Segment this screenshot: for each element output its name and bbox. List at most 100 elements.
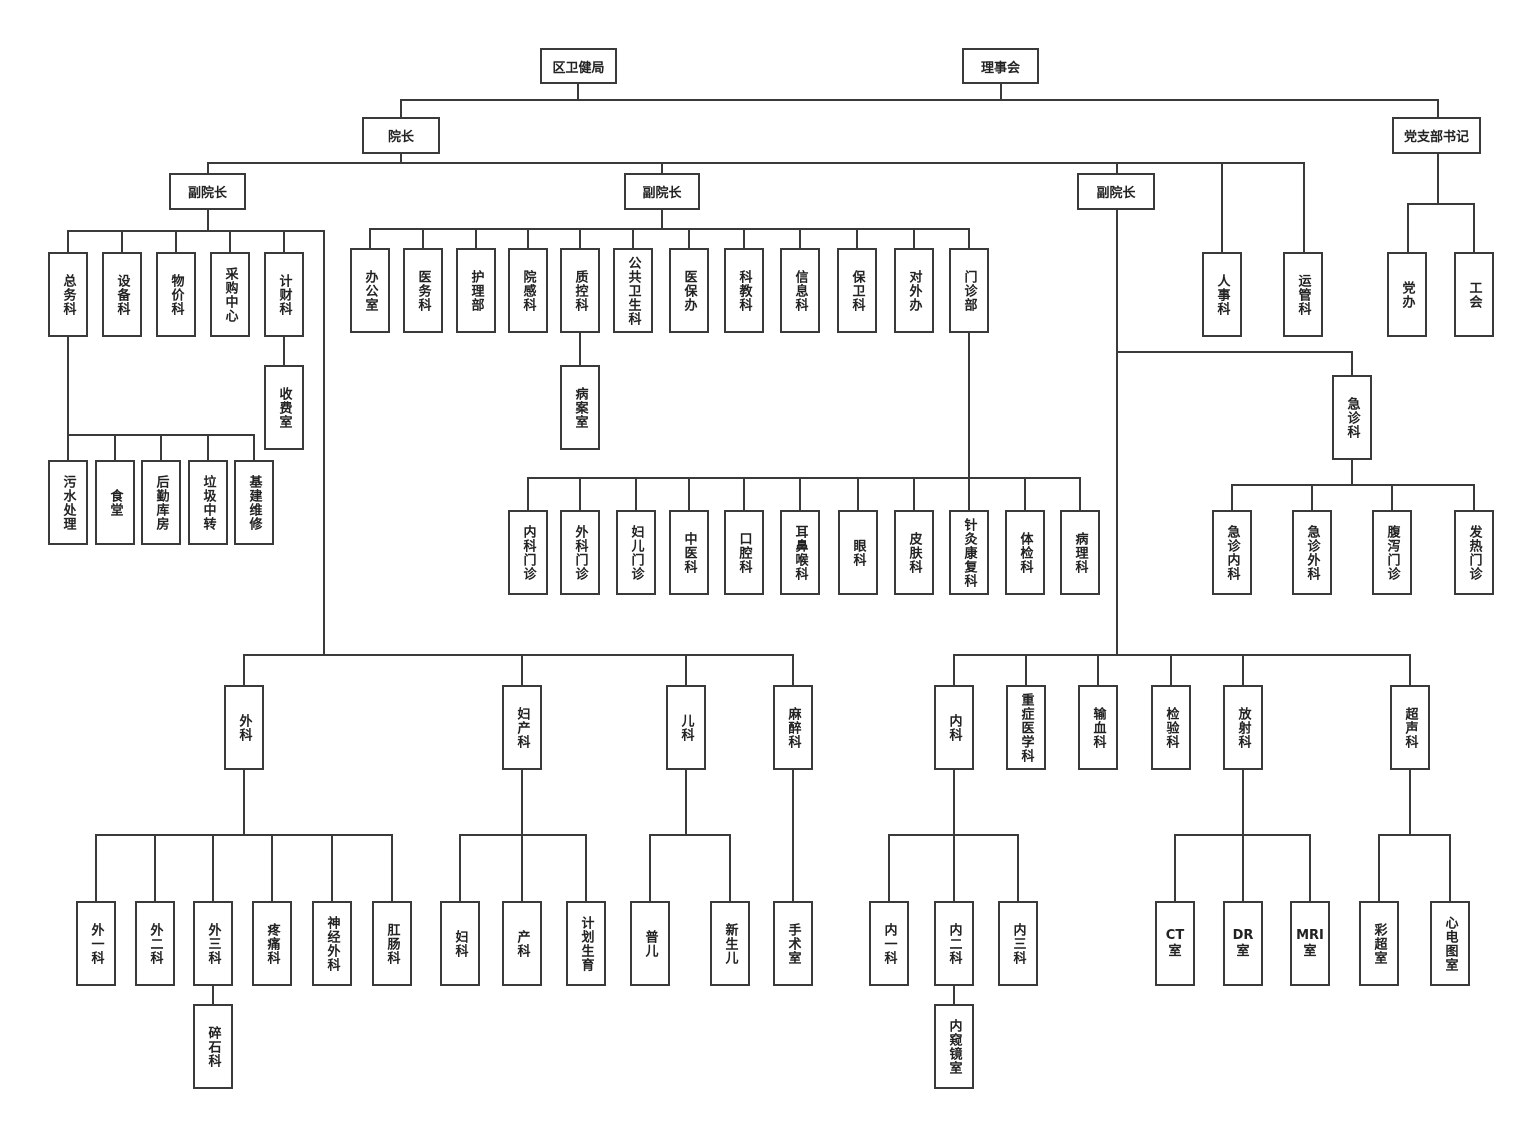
node-jjwx: 基建维修 [234, 460, 274, 545]
node-label: 院感科 [520, 269, 536, 312]
node-nk1: 内一科 [869, 901, 909, 986]
node-label: 办公室 [362, 269, 378, 312]
node-label: 设备科 [114, 273, 130, 316]
node-label: 重症医学科 [1018, 692, 1034, 763]
node-wk: 外科 [224, 685, 264, 770]
node-label: 护理部 [468, 269, 484, 312]
node-zkk: 质控科 [560, 248, 600, 333]
node-xdt: 心电图室 [1430, 901, 1470, 986]
node-label: 副院长 [642, 186, 682, 201]
node-wjk: 物价科 [156, 252, 196, 337]
node-qwjj: 区卫健局 [540, 48, 617, 84]
node-frmz: 发热门诊 [1454, 510, 1494, 595]
node-label: 保卫科 [849, 269, 865, 312]
node-label: 理事会 [980, 60, 1020, 76]
node-label: 外科 [236, 713, 252, 742]
node-label: 产科 [514, 929, 530, 958]
node-label: 麻醉科 [785, 706, 801, 749]
node-jhsy: 计划生育 [566, 901, 606, 986]
node-db: 党办 [1387, 252, 1427, 337]
node-ygk2: 运管科 [1283, 252, 1323, 337]
node-mzk: 麻醉科 [773, 685, 813, 770]
node-ttk: 疼痛科 [252, 901, 292, 986]
node-wscl: 污水处理 [48, 460, 88, 545]
node-label: 病理科 [1072, 531, 1088, 574]
node-label: 腹泻门诊 [1384, 524, 1400, 581]
node-label: 工会 [1466, 280, 1482, 309]
node-mr: MRI室 [1290, 901, 1330, 986]
node-pe: 普儿 [630, 901, 670, 986]
node-nkmz: 内科门诊 [508, 510, 548, 595]
node-label: 总务科 [60, 273, 76, 316]
node-nk2: 内二科 [934, 901, 974, 986]
node-rsk: 人事科 [1202, 252, 1242, 337]
node-wk2: 外二科 [135, 901, 175, 986]
node-label: 眼科 [850, 538, 866, 567]
node-label: 内一科 [881, 922, 897, 965]
node-gck: 肛肠科 [372, 901, 412, 986]
node-label: 体检科 [1017, 531, 1033, 574]
node-label: 区卫健局 [552, 60, 605, 76]
node-bl: 病理科 [1060, 510, 1100, 595]
node-label: 心电图室 [1442, 915, 1458, 972]
node-label: 耳鼻喉科 [792, 524, 808, 581]
node-jzwk: 急诊外科 [1292, 510, 1332, 595]
node-ct: CT室 [1155, 901, 1195, 986]
node-ebh: 耳鼻喉科 [780, 510, 820, 595]
node-label: 肛肠科 [384, 922, 400, 965]
node-cgzx: 采购中心 [210, 252, 250, 337]
node-label: 发热门诊 [1466, 524, 1482, 581]
node-sxk: 输血科 [1078, 685, 1118, 770]
node-label: 内科门诊 [520, 524, 536, 581]
node-label: 外二科 [147, 922, 163, 965]
node-jzk: 急诊科 [1332, 375, 1372, 460]
node-ygk: 院感科 [508, 248, 548, 333]
node-label: 妇科 [452, 929, 468, 958]
node-bgs: 办公室 [350, 248, 390, 333]
node-label: 物价科 [168, 273, 184, 316]
node-yz: 院长 [362, 117, 440, 154]
node-fyz1: 副院长 [169, 173, 246, 210]
node-kq: 口腔科 [724, 510, 764, 595]
node-pf: 皮肤科 [894, 510, 934, 595]
node-dzbsj: 党支部书记 [1392, 117, 1481, 154]
node-label: 皮肤科 [906, 531, 922, 574]
node-bwk: 保卫科 [837, 248, 877, 333]
node-zy: 中医科 [669, 510, 709, 595]
node-csk: 超声科 [1390, 685, 1430, 770]
node-bas: 病案室 [560, 365, 600, 450]
node-hlb: 护理部 [456, 248, 496, 333]
node-label: 新生儿 [722, 922, 738, 965]
node-label: 儿科 [678, 713, 694, 742]
node-zwk: 总务科 [48, 252, 88, 337]
node-zjkf: 针灸康复科 [949, 510, 989, 595]
node-label: 中医科 [681, 531, 697, 574]
node-nkjs: 内窥镜室 [934, 1004, 974, 1089]
node-label: 收费室 [276, 386, 292, 429]
node-tj: 体检科 [1005, 510, 1045, 595]
node-fxmz: 腹泻门诊 [1372, 510, 1412, 595]
node-ywk: 医务科 [403, 248, 443, 333]
node-label: 口腔科 [736, 531, 752, 574]
node-label: 食堂 [107, 488, 123, 517]
node-label: 内窥镜室 [946, 1018, 962, 1075]
node-label: 超声科 [1402, 706, 1418, 749]
node-wkmz: 外科门诊 [560, 510, 600, 595]
node-label: CT室 [1165, 927, 1185, 959]
node-label: 针灸康复科 [961, 517, 977, 588]
node-xse: 新生儿 [710, 901, 750, 986]
node-sss: 手术室 [773, 901, 813, 986]
node-label: 外一科 [88, 922, 104, 965]
node-label: 碎石科 [205, 1025, 221, 1068]
node-label: 疼痛科 [264, 922, 280, 965]
node-label: 外三科 [205, 922, 221, 965]
node-ek: 儿科 [666, 685, 706, 770]
node-mzb: 门诊部 [949, 248, 989, 333]
node-fck: 妇产科 [502, 685, 542, 770]
node-label: 彩超室 [1371, 922, 1387, 965]
node-ljzz: 垃圾中转 [188, 460, 228, 545]
node-label: 副院长 [1096, 186, 1136, 201]
node-hqkf: 后勤库房 [141, 460, 181, 545]
node-nk3: 内三科 [998, 901, 1038, 986]
node-yk: 眼科 [838, 510, 878, 595]
